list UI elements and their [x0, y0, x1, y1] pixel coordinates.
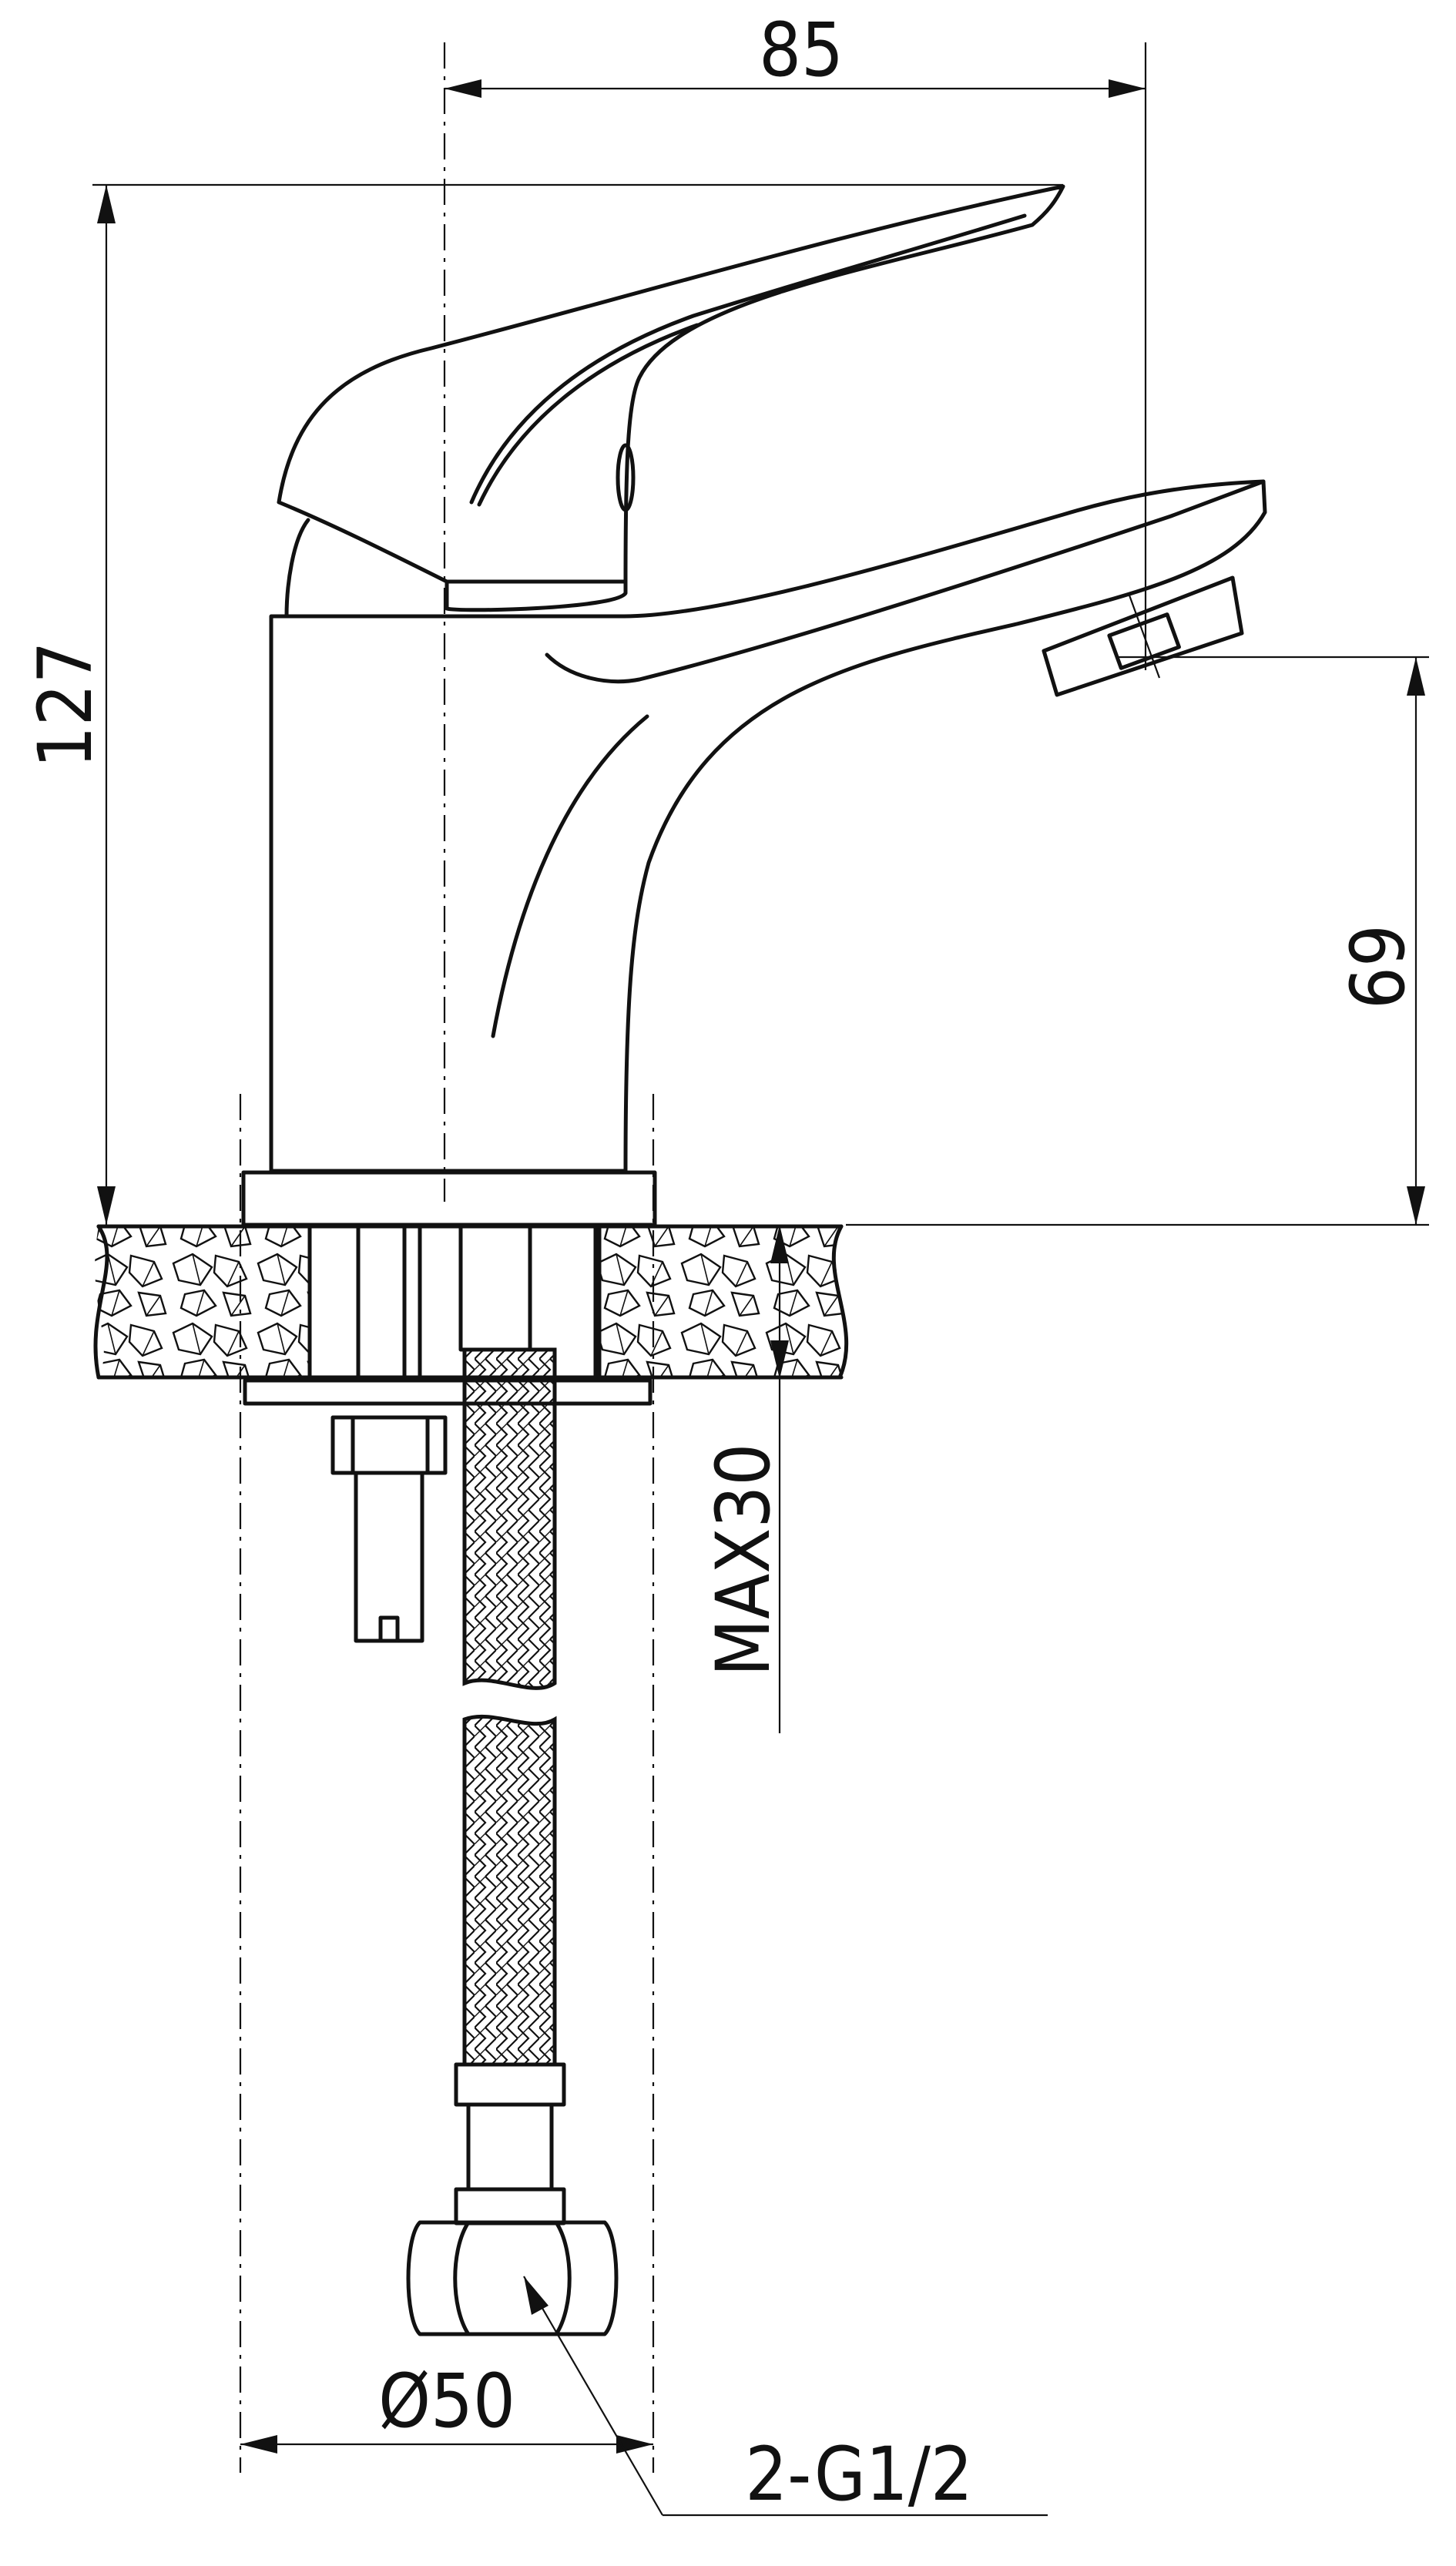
- dimension-width-top: 85: [445, 7, 1146, 98]
- dimension-base-diameter-label: Ø50: [378, 2358, 515, 2444]
- leader-connection-label: 2-G1/2: [745, 2431, 973, 2517]
- lever-handle: [277, 184, 1065, 584]
- dimension-max-thickness-label: MAX30: [700, 1444, 787, 1677]
- base-flange: [241, 1170, 657, 1227]
- dimension-spout-height: 69: [846, 656, 1429, 1226]
- dimension-height-total: 127: [22, 183, 1063, 1225]
- dimension-base-diameter: Ø50: [240, 2358, 653, 2454]
- leader-connection: 2-G1/2: [523, 2276, 1048, 2517]
- mounting-hardware: [243, 1224, 653, 1643]
- countertop-section: [93, 1224, 849, 1380]
- hose-nut: [406, 2220, 619, 2336]
- dimension-spout-height-label: 69: [1335, 924, 1421, 1009]
- dimension-height-total-label: 127: [22, 642, 109, 769]
- flexible-hose: [406, 1347, 619, 2336]
- dimension-width-top-label: 85: [759, 7, 844, 93]
- aerator: [1042, 575, 1244, 697]
- faucet-housing: [269, 479, 1267, 1173]
- faucet-body: [241, 184, 1267, 1227]
